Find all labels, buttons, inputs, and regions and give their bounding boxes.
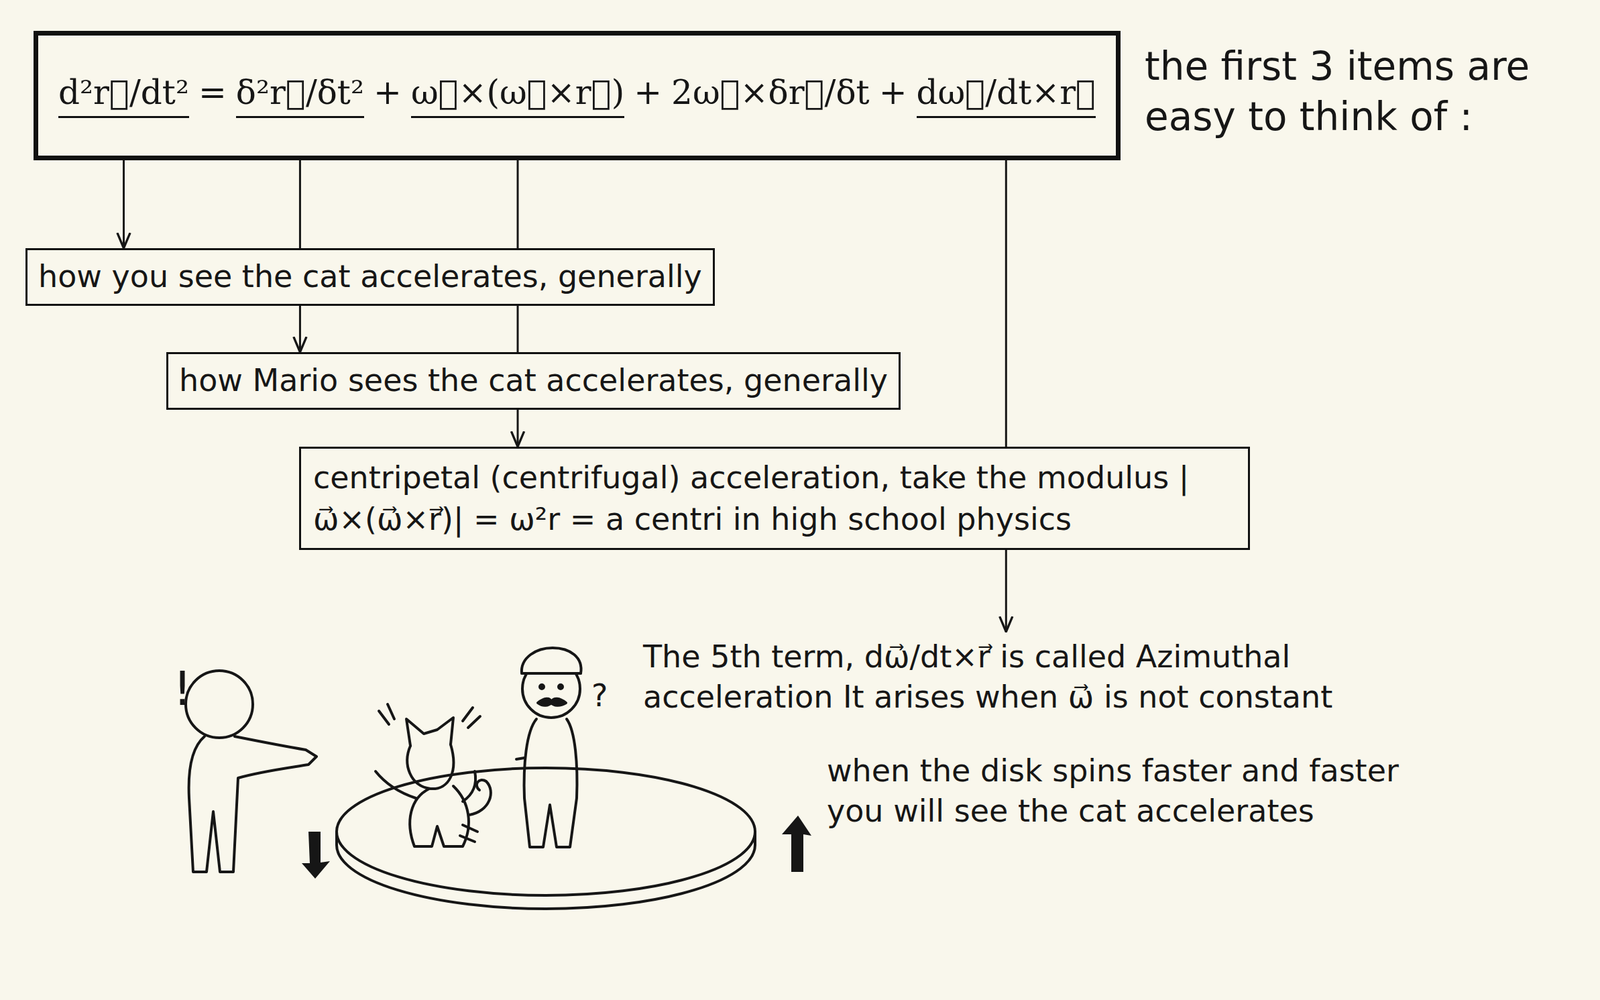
rotation-arrow xyxy=(781,815,812,872)
question-mark: ? xyxy=(591,675,608,717)
cat xyxy=(375,704,491,847)
equation-term: dω⃗/dt×r⃗ xyxy=(916,73,1097,119)
text-box: how you see the cat accelerates, general… xyxy=(25,248,715,306)
exclamation-mark: ! xyxy=(173,658,192,720)
box-text: how you see the cat accelerates, general… xyxy=(38,256,703,298)
text-box: how Mario sees the cat accelerates, gene… xyxy=(166,352,901,410)
equation-term: + xyxy=(373,73,402,119)
box-text: centripetal (centrifugal) acceleration, … xyxy=(313,456,1236,540)
rotation-arrow xyxy=(301,831,330,879)
note-text: the first 3 items are easy to think of : xyxy=(1144,41,1587,143)
equation-term: d²r⃗/dt² xyxy=(58,73,190,119)
equation-term: 2ω⃗×δr⃗/δt xyxy=(671,73,870,119)
leader-arrow xyxy=(1005,160,1008,632)
equation-term: δ²r⃗/δt² xyxy=(236,73,365,119)
equation-term: + xyxy=(879,73,908,119)
equation-term: + xyxy=(633,73,662,119)
mario xyxy=(516,647,582,847)
connector-arrow xyxy=(122,160,125,249)
text-box: centripetal (centrifugal) acceleration, … xyxy=(299,446,1250,550)
note-text: when the disk spins faster and faster yo… xyxy=(826,751,1431,832)
note-text: The 5th term, dω⃗/dt×r⃗ is called Azimut… xyxy=(643,637,1415,718)
equation-term: = xyxy=(198,73,227,119)
person-head xyxy=(185,670,253,738)
equation-term: ω⃗×(ω⃗×r⃗) xyxy=(411,73,625,119)
equation-box: d²r⃗/dt²=δ²r⃗/δt²+ω⃗×(ω⃗×r⃗)+2ω⃗×δr⃗/δt+… xyxy=(33,30,1121,161)
box-text: how Mario sees the cat accelerates, gene… xyxy=(179,360,888,402)
person-body xyxy=(189,736,317,872)
